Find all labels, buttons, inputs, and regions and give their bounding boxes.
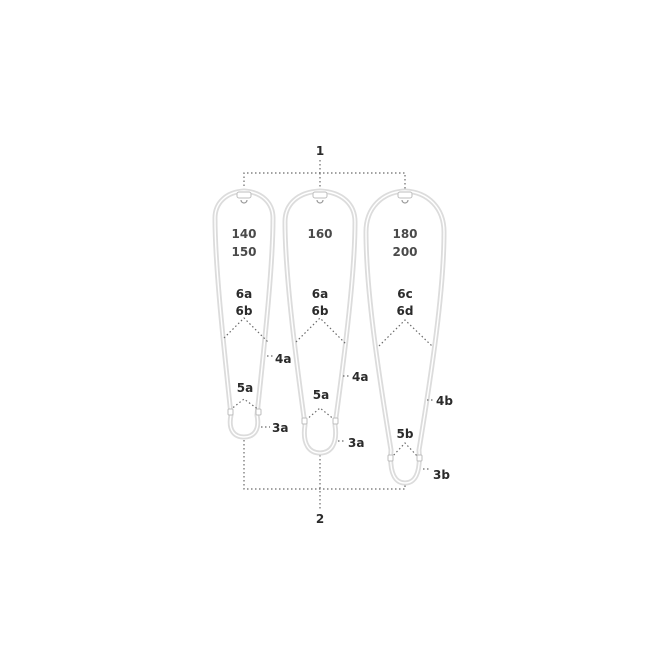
frame1-part-6b: 6b: [236, 304, 253, 318]
frame3-size-2: 200: [392, 245, 417, 259]
frame2-part-6a: 6a: [312, 287, 328, 301]
frame2-size-1: 160: [307, 227, 332, 241]
frame2-part-3a: 3a: [348, 436, 364, 450]
top-bracket: [243, 160, 406, 190]
frame1-part-6a: 6a: [236, 287, 252, 301]
frame3-part-5b: 5b: [397, 427, 414, 441]
frame1-part-5a: 5a: [237, 381, 253, 395]
frame-140-150: [212, 188, 276, 440]
frame3-part-6c: 6c: [397, 287, 412, 301]
frame2-part-4a: 4a: [352, 370, 368, 384]
frame3-part-4b: 4b: [436, 394, 453, 408]
callout-2: 2: [316, 512, 324, 526]
frame1-size-2: 150: [231, 245, 256, 259]
frame1-size-1: 140: [231, 227, 256, 241]
frame3-size-1: 180: [392, 227, 417, 241]
callout-1: 1: [316, 144, 324, 158]
frame1-part-3a: 3a: [272, 421, 288, 435]
frame3-part-6d: 6d: [397, 304, 414, 318]
frame2-part-6b: 6b: [312, 304, 329, 318]
frame2-part-5a: 5a: [313, 388, 329, 402]
frame-180-200: [363, 188, 447, 486]
frame3-part-3b: 3b: [433, 468, 450, 482]
frame1-part-4a: 4a: [275, 352, 291, 366]
frame-160: [282, 188, 358, 456]
